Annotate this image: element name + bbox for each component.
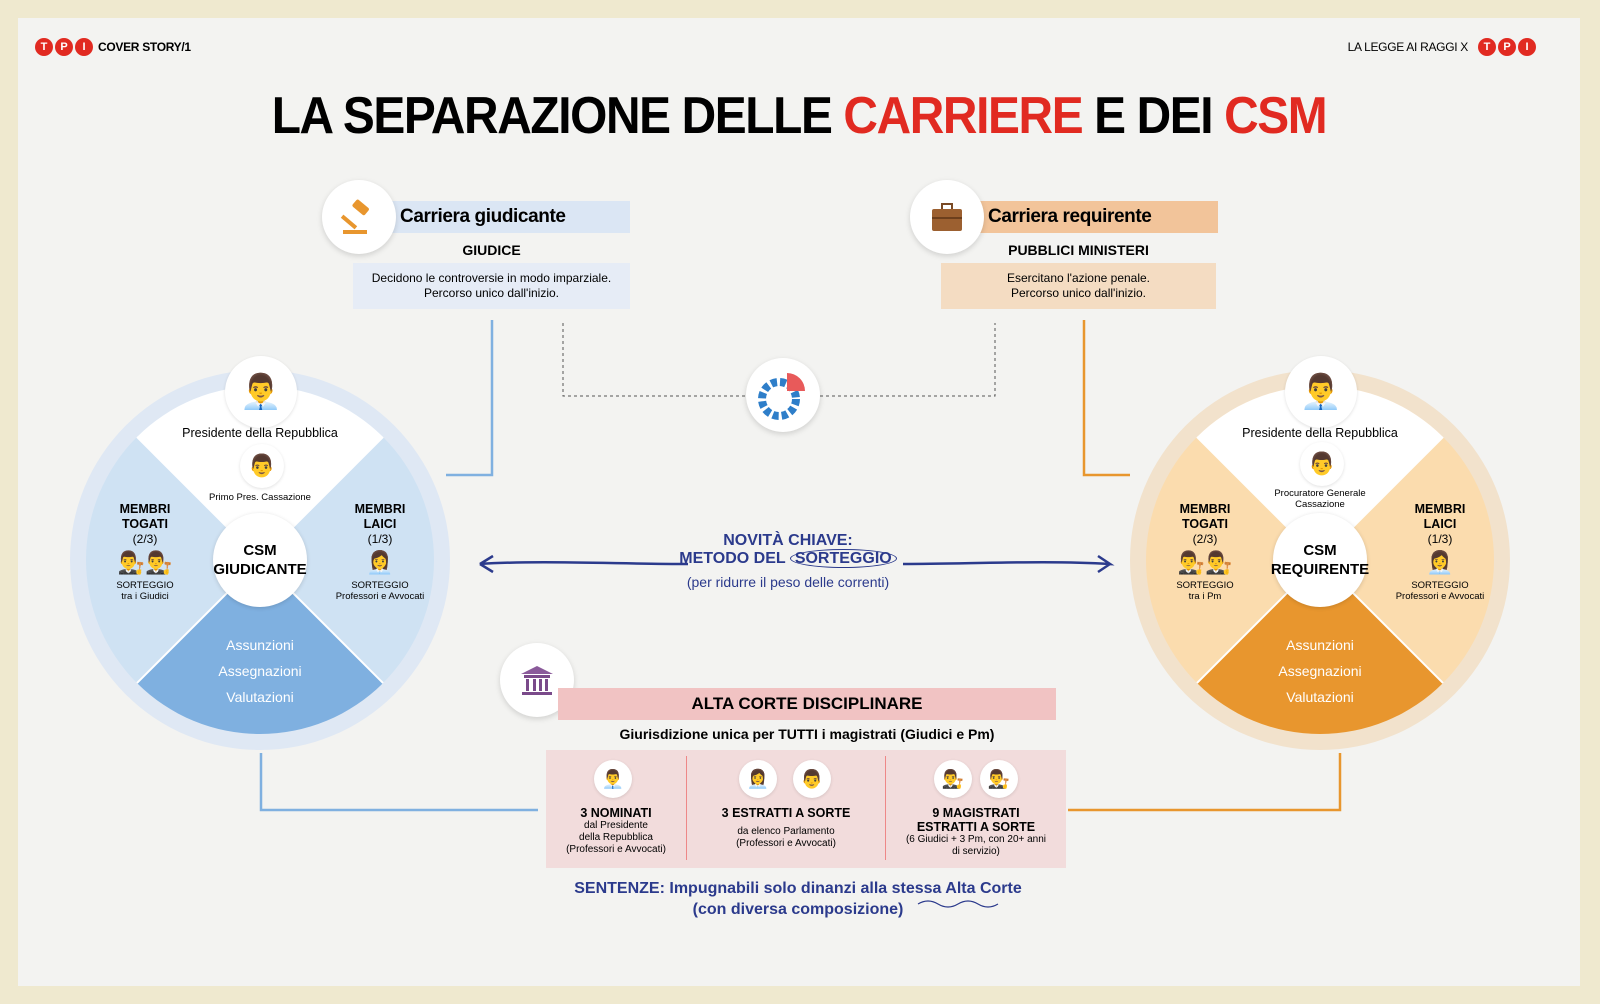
lawyer-icon: 👩‍💼	[1426, 550, 1454, 575]
president-avatar: 👨‍💼	[594, 760, 632, 798]
president-label: Presidente della Repubblica	[182, 426, 338, 440]
novita-chiave: NOVITÀ CHIAVE: METODO DEL SORTEGGIO (per…	[638, 532, 938, 590]
logo-letter: T	[1478, 38, 1496, 56]
role-right: PUBBLICI MINISTERI	[1008, 242, 1149, 258]
magistrate-icon: 👨‍⚖️👨‍⚖️	[1177, 550, 1233, 575]
magistrate-avatar: 👨‍⚖️	[934, 760, 972, 798]
president-avatar: 👨‍💼	[225, 356, 297, 428]
section-label: COVER STORY/1	[98, 40, 191, 54]
career-title-left: Carriera giudicante	[380, 201, 630, 233]
csm-requirente-wheel: 👨‍💼 Presidente della Repubblica 👨 Procur…	[1130, 356, 1510, 750]
judge-avatar: 👨	[240, 444, 284, 488]
role-left: GIUDICE	[462, 242, 521, 258]
second-member-label: Primo Pres. Cassazione	[209, 492, 311, 503]
gavel-icon	[322, 180, 396, 254]
prosecutor-avatar: 👨	[1300, 442, 1344, 486]
lawyer-icon: 👩‍💼	[366, 550, 394, 575]
sentenze-note: SENTENZE: Impugnabili solo dinanzi alla …	[574, 880, 1022, 918]
logo-letter: T	[35, 38, 53, 56]
logo-letter: I	[1518, 38, 1536, 56]
magistrate-icon: 👨‍⚖️👨‍⚖️	[117, 550, 173, 575]
professor-avatar: 👨	[793, 760, 831, 798]
series-label: LA LEGGE AI RAGGI X	[1347, 40, 1469, 54]
career-title-right: Carriera requirente	[968, 201, 1218, 233]
logo-letter: P	[1498, 38, 1516, 56]
lawyer-avatar: 👩‍💼	[739, 760, 777, 798]
career-desc-left: Decidono le controversie in modo imparzi…	[353, 263, 630, 309]
alta-corte-subtitle: Giurisdizione unica per TUTTI i magistra…	[619, 726, 995, 742]
logo-letter: I	[75, 38, 93, 56]
csm-giudicante-wheel: 👨‍💼 Presidente della Repubblica 👨 Primo …	[70, 356, 450, 750]
president-avatar: 👨‍💼	[1285, 356, 1357, 428]
briefcase-icon	[910, 180, 984, 254]
page-title: LA SEPARAZIONE DELLE CARRIERE E DEI CSM	[271, 87, 1328, 145]
connector-lines	[259, 320, 1342, 908]
logo-letter: P	[55, 38, 73, 56]
alta-corte-title: ALTA CORTE DISCIPLINARE	[558, 688, 1056, 720]
president-label: Presidente della Repubblica	[1242, 426, 1398, 440]
gear-icon	[746, 358, 820, 432]
career-desc-right: Esercitano l'azione penale.Percorso unic…	[941, 263, 1216, 309]
magistrate-avatar: 👨‍⚖️	[980, 760, 1018, 798]
